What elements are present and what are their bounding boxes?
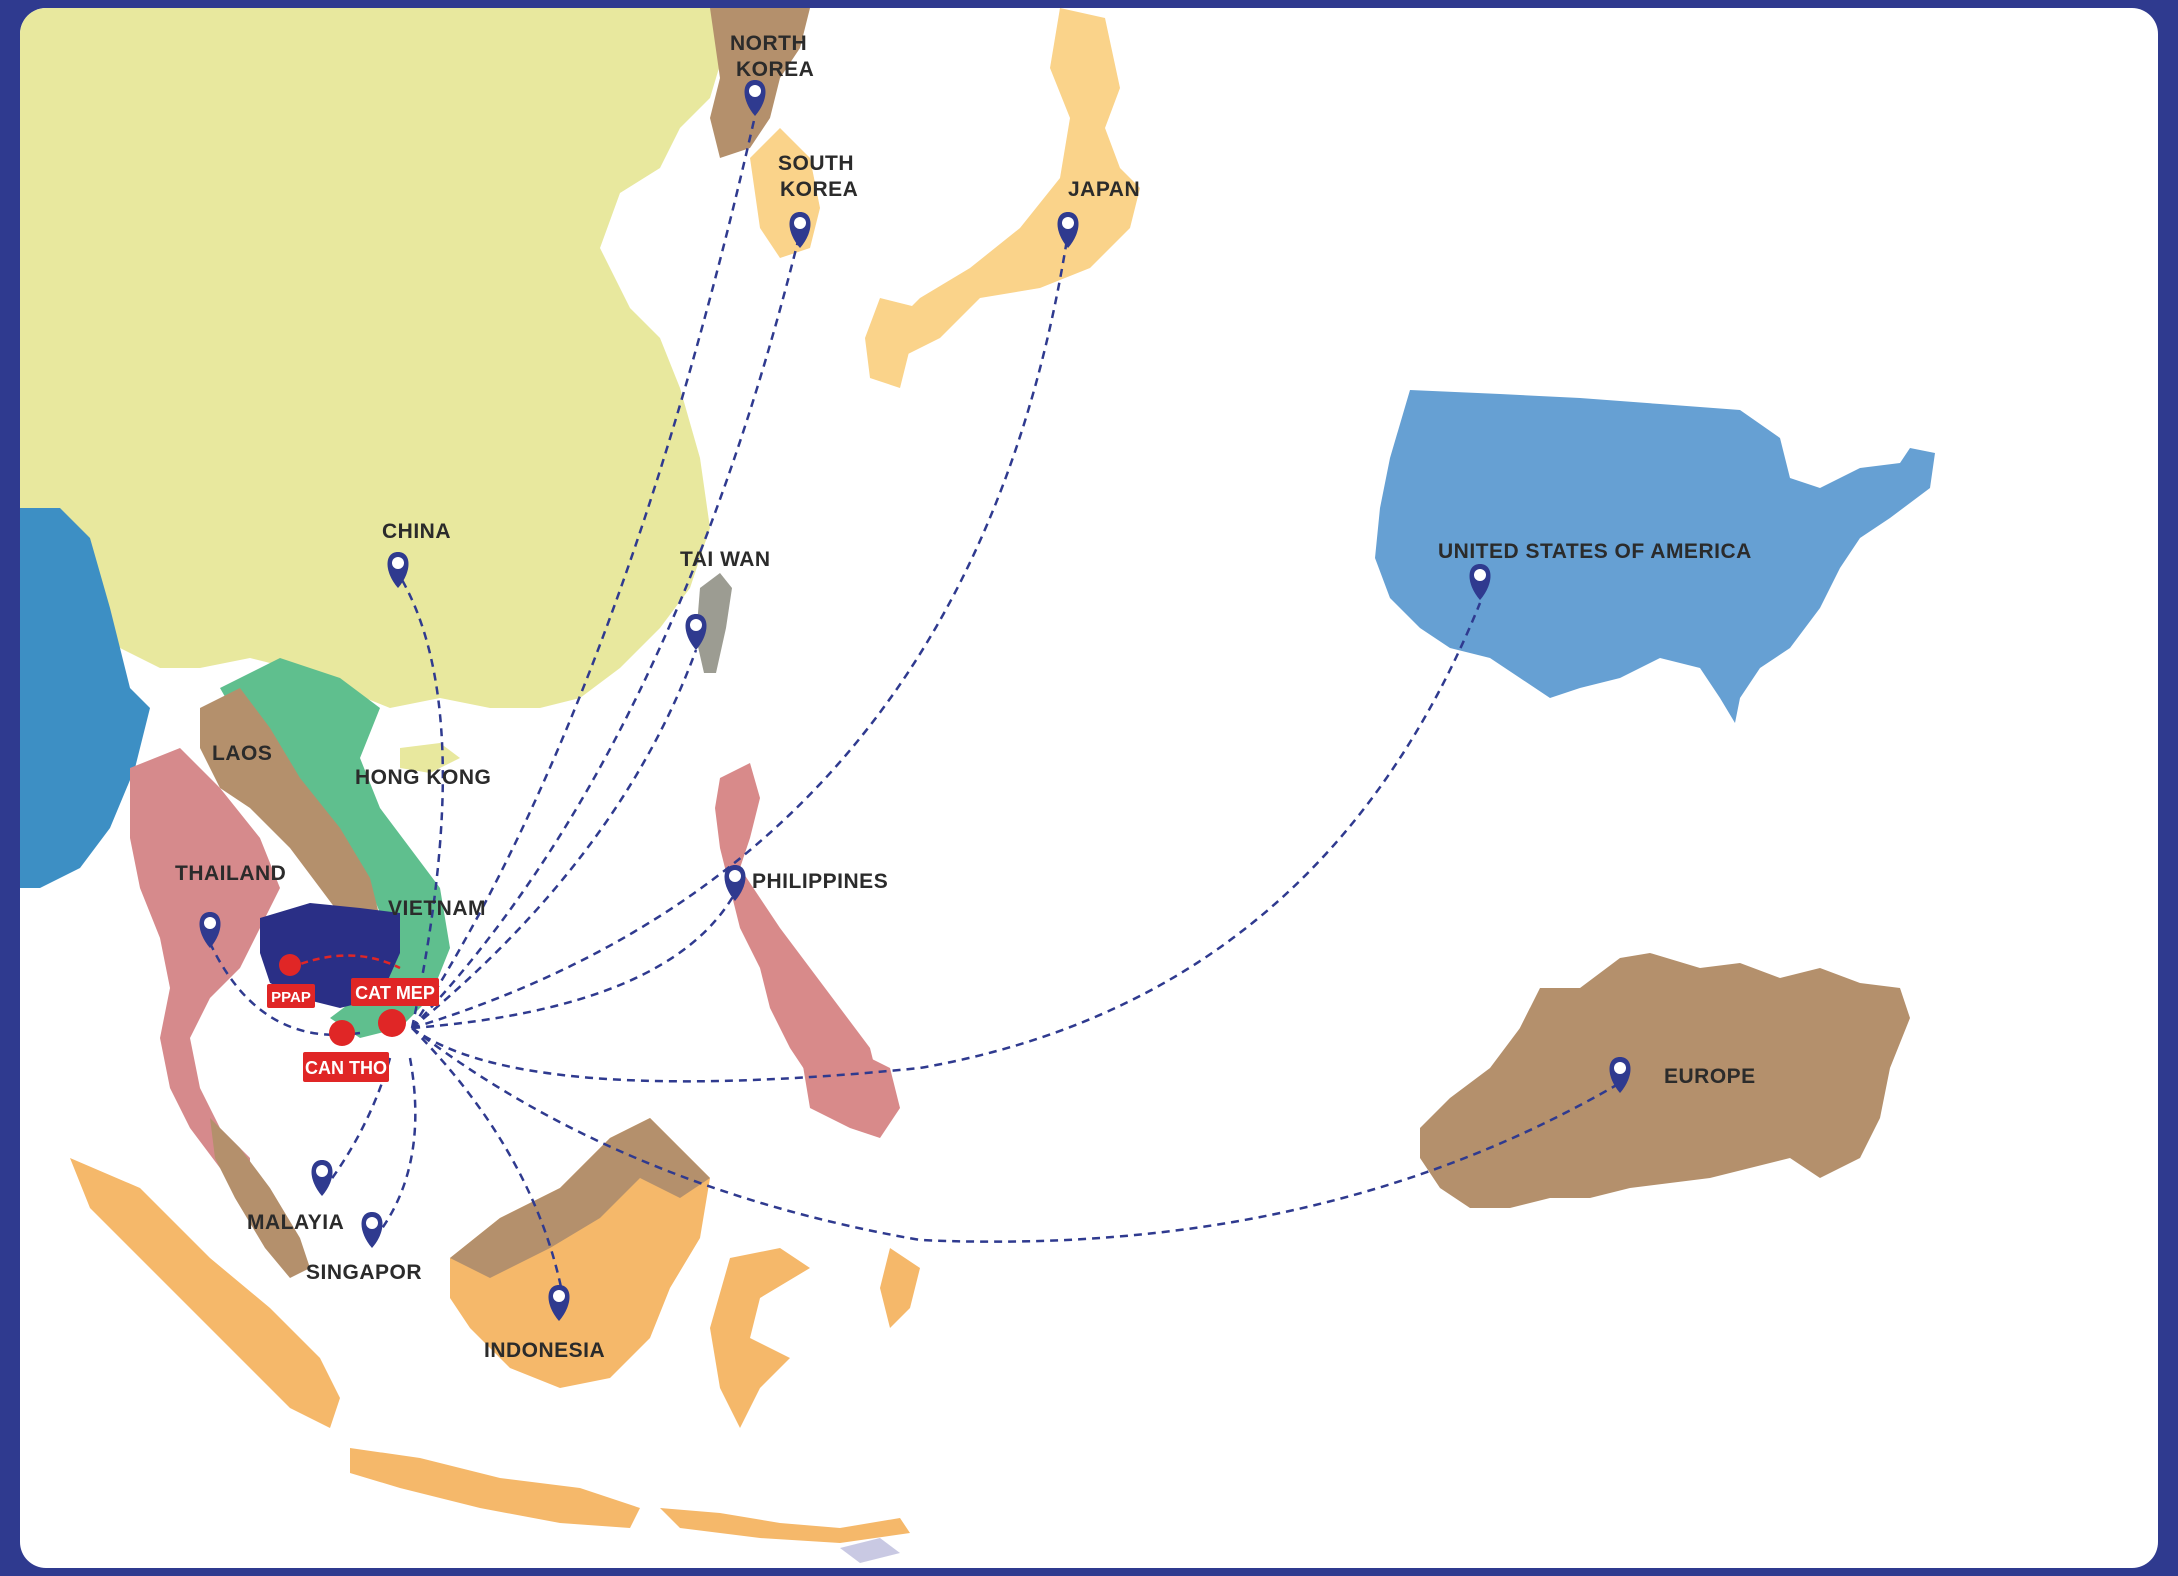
lesser-sunda-islands (660, 1508, 910, 1543)
route-china (396, 572, 445, 1029)
map-pin-icon[interactable] (361, 1212, 383, 1248)
can-tho-tag: CAN THO (305, 1058, 387, 1078)
label-north-korea-line2: KOREA (736, 58, 814, 81)
label-singapore: SINGAPOR (306, 1261, 422, 1284)
label-europe: EUROPE (1664, 1065, 1756, 1088)
landmasses (20, 8, 1935, 1563)
borneo-landmass (450, 1118, 710, 1388)
route-japan (411, 232, 1070, 1030)
hub-dot-icon[interactable] (378, 1009, 406, 1037)
mindanao-landmass (800, 1048, 900, 1138)
route-indonesia (411, 1027, 567, 1309)
laos-landmass (200, 688, 380, 928)
map-pin-icon[interactable] (724, 865, 746, 901)
map-pin-icon[interactable] (311, 1160, 333, 1196)
map-pin-icon[interactable] (1469, 564, 1491, 600)
china-landmass (20, 8, 725, 708)
route-philippines (411, 892, 737, 1030)
label-north-korea-line1: NORTH (730, 32, 807, 55)
cat-mep-tag-bg (351, 978, 439, 1006)
route-ppap-catmep (289, 954, 401, 970)
sumatra-landmass (70, 1158, 340, 1428)
label-indonesia: INDONESIA (484, 1339, 605, 1362)
route-usa (411, 602, 1482, 1083)
map-pin-icon[interactable] (789, 212, 811, 248)
malaysia-peninsula (210, 1118, 310, 1278)
can-tho-tag-bg (303, 1052, 389, 1082)
map-pin-icon[interactable] (199, 912, 221, 948)
trade-routes-map: PPAP CAT MEP CAN THO NORTH KOREA SOUTH K… (20, 8, 1935, 1563)
route-south-korea (411, 232, 802, 1029)
label-thailand: THAILAND (175, 862, 286, 885)
maluku-islands (880, 1248, 920, 1328)
route-singapore (374, 1057, 417, 1239)
hong-kong-landmass (400, 743, 460, 773)
map-pin-icon[interactable] (744, 80, 766, 116)
ppap-tag-bg (267, 984, 315, 1008)
hub-dot-icon[interactable] (329, 1020, 355, 1046)
label-south-korea-line2: KOREA (780, 178, 858, 201)
route-thailand (208, 942, 361, 1037)
europe-scandinavia (1510, 998, 1560, 1068)
markers (199, 80, 1631, 1321)
ppap-tag: PPAP (271, 989, 311, 1006)
map-pin-icon[interactable] (548, 1285, 570, 1321)
label-japan: JAPAN (1068, 178, 1140, 201)
route-taiwan (411, 649, 698, 1029)
taiwan-landmass (696, 573, 732, 673)
usa-landmass (1375, 390, 1935, 723)
label-usa: UNITED STATES OF AMERICA (1438, 540, 1752, 563)
hubs: PPAP CAT MEP CAN THO (267, 954, 439, 1082)
japan-landmass (880, 8, 1140, 358)
myanmar-landmass (20, 508, 150, 888)
route-north-korea (410, 115, 757, 1029)
label-malaysia: MALAYIA (247, 1211, 344, 1234)
label-south-korea-line1: SOUTH (778, 152, 854, 175)
label-taiwan: TAI WAN (680, 548, 771, 571)
map-pin-icon[interactable] (1057, 212, 1079, 248)
label-philippines: PHILIPPINES (752, 870, 888, 893)
japan-island (865, 298, 920, 388)
java-landmass (350, 1448, 640, 1528)
timor-island (840, 1538, 900, 1563)
label-china: CHINA (382, 520, 451, 543)
route-europe (411, 1027, 1621, 1243)
map-frame: PPAP CAT MEP CAN THO NORTH KOREA SOUTH K… (20, 8, 2158, 1568)
map-pin-icon[interactable] (1609, 1057, 1631, 1093)
borneo-north (450, 1118, 710, 1278)
map-pin-icon[interactable] (685, 614, 707, 650)
sulawesi-landmass (710, 1248, 810, 1428)
label-hong-kong: HONG KONG (355, 766, 491, 789)
label-laos: LAOS (212, 742, 272, 765)
map-pin-icon[interactable] (387, 552, 409, 588)
label-vietnam: VIETNAM (388, 897, 486, 920)
hub-dot-icon[interactable] (279, 954, 301, 976)
philippines-landmass (715, 763, 880, 1118)
country-labels: NORTH KOREA SOUTH KOREA JAPAN CHINA TAI … (175, 32, 1756, 1362)
thailand-landmass (130, 748, 280, 1178)
cat-mep-tag: CAT MEP (355, 983, 435, 1003)
